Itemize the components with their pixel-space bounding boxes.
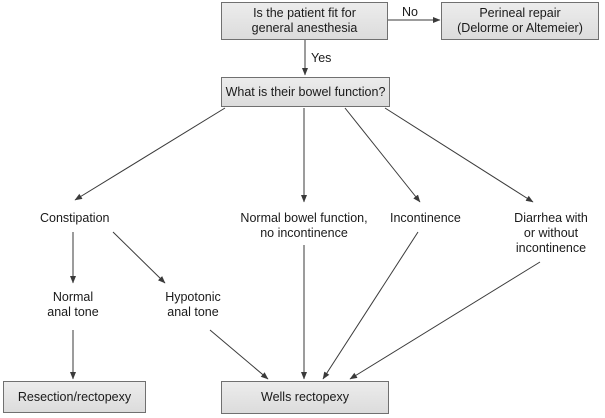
bowel-function-box: What is their bowel function? — [221, 77, 390, 107]
arrow-to-incontinence — [344, 107, 421, 203]
incontinence-label: Incontinence — [390, 211, 461, 225]
arrow-diarrhea-to-wells — [349, 261, 541, 380]
arrow-incontinence-to-wells — [322, 231, 419, 380]
edge-label-yes: Yes — [311, 51, 332, 65]
normal-tone-label: Normal anal tone — [47, 290, 99, 319]
arrow-to-diarrhea — [384, 107, 534, 203]
arrow-hypotonic-to-wells — [209, 329, 269, 380]
normal-bowel-label: Normal bowel function, no incontinence — [240, 211, 368, 240]
diarrhea-label: Diarrhea with or without incontinence — [514, 211, 588, 255]
wells-box: Wells rectopexy — [221, 381, 389, 414]
constipation-label: Constipation — [40, 211, 110, 225]
arrow-to-constipation — [74, 107, 226, 201]
fit-question-box: Is the patient fit for general anesthesi… — [221, 2, 388, 40]
perineal-repair-box: Perineal repair (Delorme or Altemeier) — [441, 2, 599, 40]
edge-label-no: No — [402, 5, 418, 19]
arrow-to-hypotonic-tone — [112, 231, 166, 284]
resection-box: Resection/rectopexy — [3, 381, 146, 413]
hypotonic-tone-label: Hypotonic anal tone — [165, 290, 221, 319]
